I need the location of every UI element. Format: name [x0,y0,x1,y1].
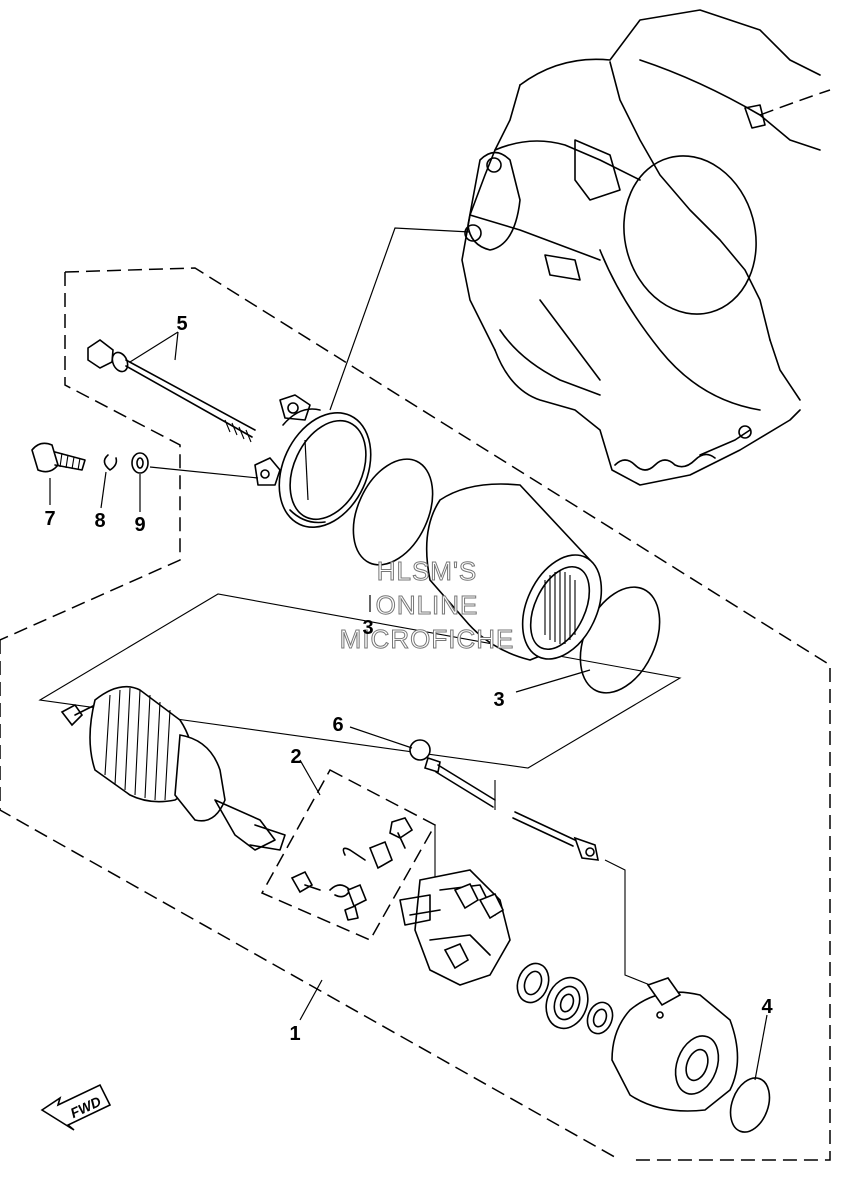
rear-cover [611,977,739,1112]
callout-3-lower: 3 [493,689,504,711]
callout-9: 9 [134,514,145,536]
group-outlines [0,267,831,1161]
leader-lines [49,227,768,1081]
watermark-line-1: HLSM'S [377,556,478,586]
yoke [425,483,603,661]
washers-and-bearing [516,962,614,1035]
callouts: 5 7 8 9 3 3 6 2 1 4 [44,313,773,1045]
brush-set [290,817,414,921]
o-ring-4 [729,1077,771,1133]
callout-1: 1 [289,1023,300,1045]
fwd-arrow: FWD [40,1083,112,1131]
lead-wire [409,739,600,861]
watermark: HLSM'S ONLINE MICROFICHE [339,556,515,655]
crankcase [461,9,831,486]
armature [60,685,286,851]
callout-8: 8 [94,510,105,532]
callout-5: 5 [176,313,187,335]
callout-2: 2 [290,746,301,768]
callout-6: 6 [332,714,343,736]
watermark-line-2: ONLINE [376,590,479,620]
through-bolts [87,339,256,443]
brush-holder [399,869,511,986]
mounting-hardware [31,442,149,474]
watermark-line-3: MICROFICHE [340,624,515,654]
callout-4: 4 [761,996,773,1018]
callout-7: 7 [44,508,55,530]
front-cover [254,394,372,529]
callout-3-upper: 3 [362,617,373,639]
